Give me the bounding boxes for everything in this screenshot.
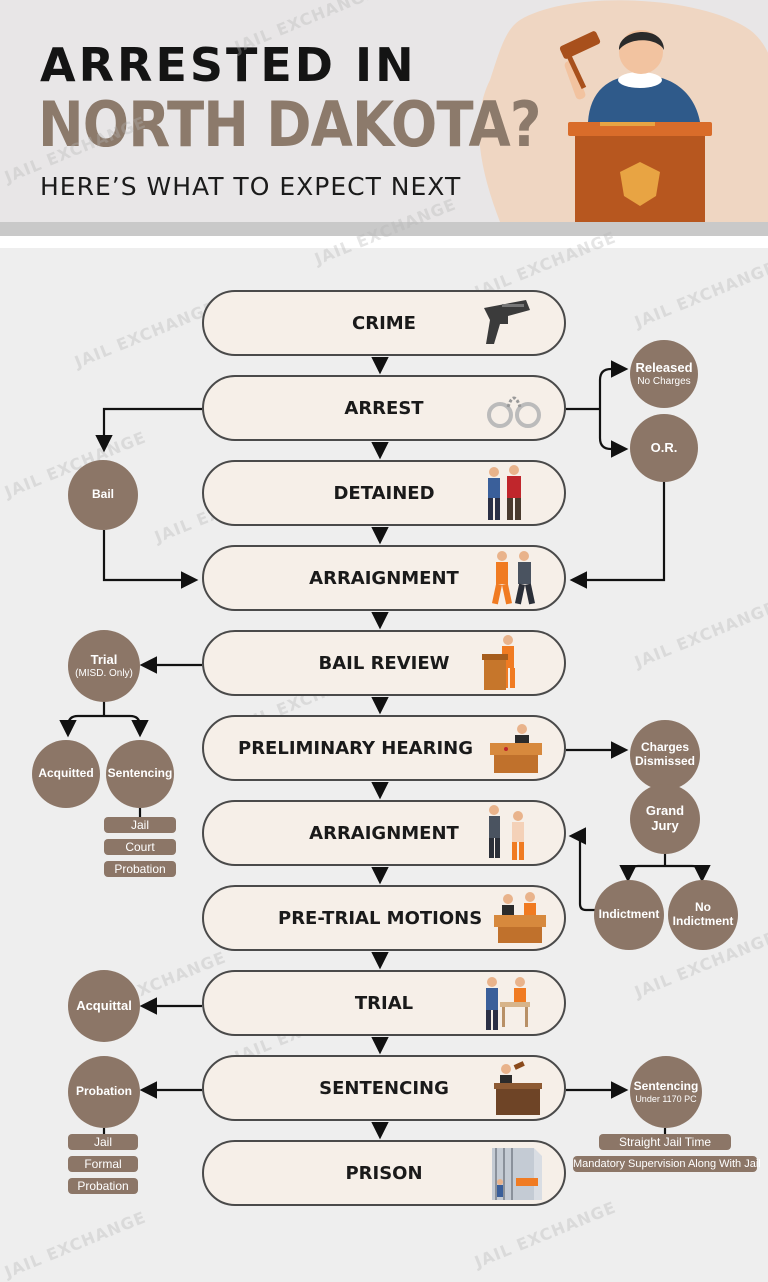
probation-pill-formal: Formal bbox=[68, 1156, 138, 1172]
title-line-2: NORTH DAKOTA? bbox=[38, 88, 541, 161]
header-banner: ARRESTED IN NORTH DAKOTA? HERE’S WHAT TO… bbox=[0, 0, 768, 222]
step-arraignment-1: ARRAIGNMENT bbox=[202, 545, 566, 611]
step-label: DETAINED bbox=[333, 482, 435, 504]
or-label: O.R. bbox=[650, 439, 678, 455]
or-node: O.R. bbox=[630, 414, 698, 482]
step-preliminary-hearing: PRELIMINARY HEARING bbox=[202, 715, 566, 781]
sentencing-right-pill-mandatory: Mandatory Supervision Along With Jail bbox=[573, 1156, 761, 1172]
step-label: PRELIMINARY HEARING bbox=[238, 737, 473, 759]
step-label: BAIL REVIEW bbox=[318, 652, 450, 674]
step-arrest: ARREST bbox=[202, 375, 566, 441]
sentencing-right-node: Sentencing Under 1170 PC bbox=[630, 1056, 702, 1128]
trial-label: Trial bbox=[90, 651, 118, 667]
sentencing-left-label: Sentencing bbox=[107, 766, 173, 781]
acquitted-label: Acquitted bbox=[38, 766, 94, 781]
charges-dismissed-label: Charges Dismissed bbox=[634, 740, 696, 768]
step-bail-review: BAIL REVIEW bbox=[202, 630, 566, 696]
gun-icon bbox=[484, 300, 530, 344]
sentencing-pill-probation: Probation bbox=[104, 861, 176, 877]
step-label: ARRAIGNMENT bbox=[309, 567, 459, 589]
court-desk-icon bbox=[494, 892, 546, 943]
step-label: ARRAIGNMENT bbox=[309, 822, 459, 844]
arrest-processing-icon bbox=[489, 805, 524, 860]
step-label: PRE-TRIAL MOTIONS bbox=[278, 907, 483, 929]
bail-node: Bail bbox=[68, 460, 138, 530]
bail-label: Bail bbox=[91, 487, 114, 502]
step-label: PRISON bbox=[345, 1162, 423, 1184]
step-sentencing: SENTENCING bbox=[202, 1055, 566, 1121]
charges-dismissed-node: Charges Dismissed bbox=[630, 720, 700, 790]
header-divider bbox=[0, 222, 768, 236]
title-line-1: ARRESTED IN bbox=[40, 38, 417, 92]
header-divider-white bbox=[0, 236, 768, 248]
acquittal-label: Acquittal bbox=[76, 997, 132, 1013]
probation-label: Probation bbox=[76, 1084, 132, 1099]
step-arraignment-2: ARRAIGNMENT bbox=[202, 800, 566, 866]
released-sub: No Charges bbox=[637, 375, 691, 387]
grand-jury-node: Grand Jury bbox=[630, 784, 700, 854]
indictment-label: Indictment bbox=[598, 907, 660, 922]
step-prison: PRISON bbox=[202, 1140, 566, 1206]
sentencing-right-sub: Under 1170 PC bbox=[635, 1093, 697, 1104]
step-label: TRIAL bbox=[354, 992, 414, 1014]
handcuffs-icon bbox=[487, 396, 541, 428]
sentencing-left-node: Sentencing bbox=[106, 740, 174, 808]
title-line-3: HERE’S WHAT TO EXPECT NEXT bbox=[40, 172, 462, 201]
no-indictment-node: No Indictment bbox=[668, 880, 738, 950]
sentencing-right-label: Sentencing bbox=[633, 1078, 699, 1093]
sentencing-pill-jail: Jail bbox=[104, 817, 176, 833]
sentencing-right-pill-straight: Straight Jail Time bbox=[599, 1134, 731, 1150]
podium-icon bbox=[482, 635, 515, 690]
released-node: Released No Charges bbox=[630, 340, 698, 408]
prisoner-escort-icon bbox=[491, 551, 536, 605]
step-crime: CRIME bbox=[202, 290, 566, 356]
trial-table-icon bbox=[486, 977, 530, 1030]
indictment-node: Indictment bbox=[594, 880, 664, 950]
judge-bench-icon bbox=[494, 1061, 542, 1115]
step-label: SENTENCING bbox=[319, 1077, 449, 1099]
trial-sub: (MISD. Only) bbox=[75, 667, 133, 679]
step-label: ARREST bbox=[344, 397, 424, 419]
prison-cell-icon bbox=[492, 1148, 542, 1200]
probation-pill-probation: Probation bbox=[68, 1178, 138, 1194]
officer-detaining-icon bbox=[488, 465, 521, 520]
sentencing-pill-court: Court bbox=[104, 839, 176, 855]
judge-desk-icon bbox=[490, 724, 542, 773]
judge-illustration bbox=[480, 0, 768, 222]
trial-misd-node: Trial (MISD. Only) bbox=[68, 630, 140, 702]
grand-jury-label: Grand Jury bbox=[645, 803, 685, 833]
step-detained: DETAINED bbox=[202, 460, 566, 526]
step-trial: TRIAL bbox=[202, 970, 566, 1036]
released-label: Released bbox=[635, 359, 693, 375]
probation-pill-jail: Jail bbox=[68, 1134, 138, 1150]
step-pre-trial-motions: PRE-TRIAL MOTIONS bbox=[202, 885, 566, 951]
step-label: CRIME bbox=[352, 312, 416, 334]
acquitted-node: Acquitted bbox=[32, 740, 100, 808]
no-indictment-label: No Indictment bbox=[672, 900, 734, 928]
probation-node: Probation bbox=[68, 1056, 140, 1128]
acquittal-node: Acquittal bbox=[68, 970, 140, 1042]
